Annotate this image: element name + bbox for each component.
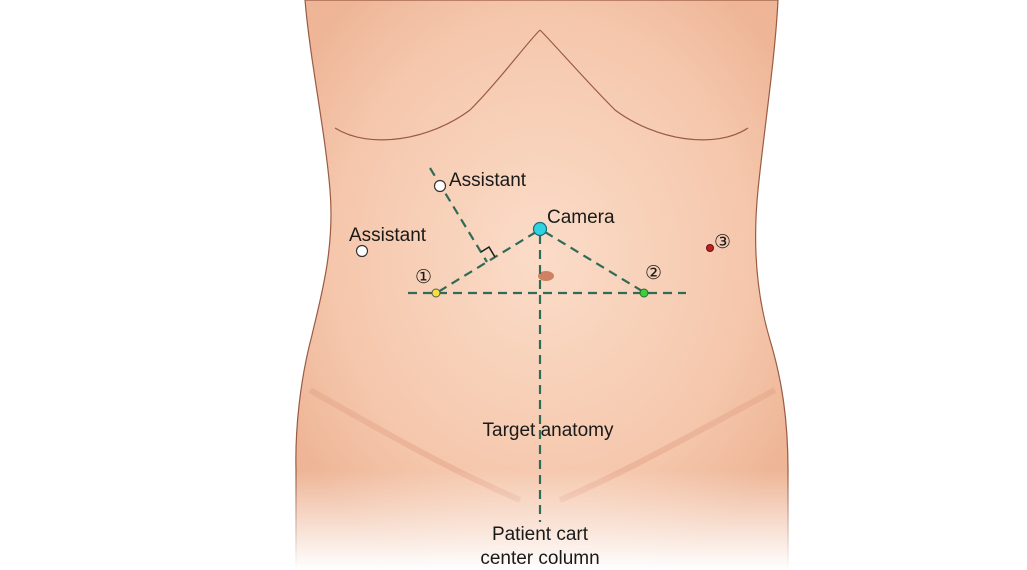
port-2-marker <box>639 288 649 298</box>
port-2-label: ② <box>645 262 662 284</box>
torso-body <box>295 0 789 570</box>
camera-to-port1-line <box>437 231 537 293</box>
assistant-left-label: Assistant <box>349 225 427 246</box>
patient-cart-label-line1: Patient cart <box>492 524 589 545</box>
breast-right-contour <box>539 29 749 141</box>
right-angle-mark <box>480 245 496 258</box>
port-1-label: ① <box>415 266 432 288</box>
assistant-port-upper <box>433 179 447 193</box>
assistant-port-left <box>355 244 369 258</box>
port-3-marker <box>706 244 714 252</box>
assistant-upper-label: Assistant <box>449 170 527 191</box>
port-1-marker <box>431 288 441 298</box>
navel <box>538 271 554 281</box>
camera-to-port2-line <box>544 231 643 292</box>
breast-left-contour <box>334 29 541 141</box>
camera-label: Camera <box>547 207 615 228</box>
target-anatomy-label: Target anatomy <box>483 420 614 441</box>
camera-port <box>532 221 548 237</box>
patient-cart-label-line2: center column <box>480 548 599 569</box>
port-3-label: ③ <box>714 231 731 253</box>
